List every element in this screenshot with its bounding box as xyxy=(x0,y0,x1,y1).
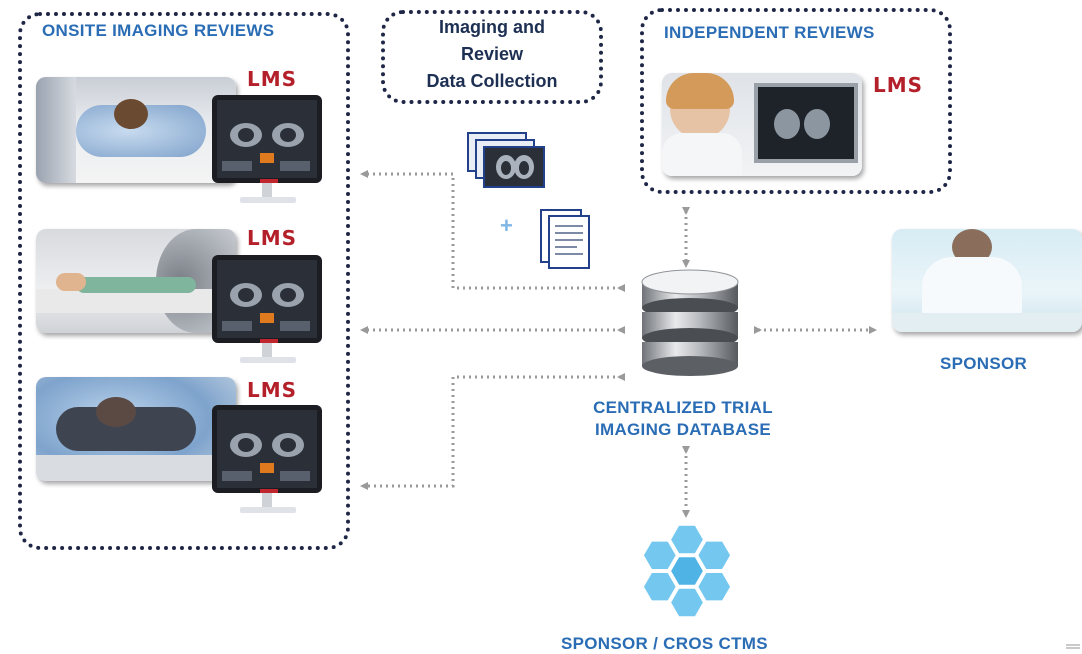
ctms-hexagon-icon xyxy=(641,523,733,619)
hexagon-cell xyxy=(696,539,733,571)
monitor-3 xyxy=(212,405,322,513)
onsite-title: ONSITE IMAGING REVIEWS xyxy=(42,21,275,40)
hexagon-cell xyxy=(696,571,733,603)
mri-photo xyxy=(36,229,236,333)
lms-logo-1: LMS xyxy=(247,67,298,91)
database-label-line1: CENTRALIZED TRIAL xyxy=(593,398,773,417)
corner-mark xyxy=(1066,644,1080,649)
hexagon-cell xyxy=(668,586,706,619)
arrow-collection-row1 xyxy=(360,170,625,292)
data-collection-label: Imaging and Review Data Collection xyxy=(381,14,603,95)
onsite-group-border xyxy=(18,12,350,550)
data-collection-line2: Review xyxy=(460,44,524,64)
data-collection-line1: Imaging and xyxy=(438,17,545,37)
independent-title: INDEPENDENT REVIEWS xyxy=(664,23,875,42)
independent-group-border xyxy=(640,8,952,194)
database-label: CENTRALIZED TRIAL IMAGING DATABASE xyxy=(568,397,798,441)
arrow-db-row3 xyxy=(360,373,625,490)
ct-scan-photo xyxy=(36,77,236,183)
hexagon-cell xyxy=(668,523,706,556)
hexagon-cell xyxy=(641,571,678,603)
hexagon-cell xyxy=(668,555,706,587)
lms-logo-2: LMS xyxy=(247,226,298,250)
hexagon-cell xyxy=(641,539,678,571)
database-label-line2: IMAGING DATABASE xyxy=(594,420,772,439)
sponsor-photo xyxy=(892,229,1082,332)
monitor-2 xyxy=(212,255,322,363)
monitor-1 xyxy=(212,95,322,203)
data-collection-line3: Data Collection xyxy=(426,71,558,91)
sponsor-label: SPONSOR xyxy=(940,354,1028,373)
pet-scan-photo xyxy=(36,377,236,481)
ctms-label: SPONSOR / CROS CTMS xyxy=(561,634,768,653)
lms-logo-3: LMS xyxy=(247,378,298,402)
lms-logo-independent: LMS xyxy=(873,73,924,97)
database-icon xyxy=(641,269,739,376)
reviewer-photo xyxy=(662,73,862,176)
data-collection-box xyxy=(381,10,603,104)
